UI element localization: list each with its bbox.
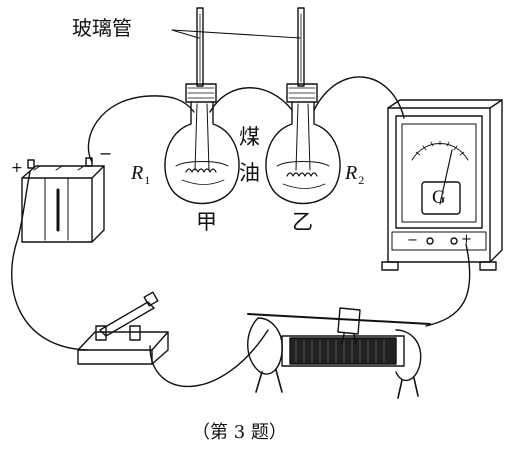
resistor-r2-subscript: 2	[358, 173, 365, 187]
battery-pack	[21, 157, 105, 243]
glass-tube-b	[297, 7, 305, 87]
flask-b	[265, 83, 341, 205]
resistor-r1-subscript: 1	[144, 173, 151, 187]
wire-meter-to-rheostat	[425, 243, 471, 327]
battery-plus-label: +	[11, 160, 23, 176]
wire-flask-a-to-flask-b	[209, 87, 293, 113]
resistor-r1-letter: R	[131, 162, 144, 184]
wire-flask-b-to-meter	[313, 76, 405, 119]
meter-minus-label: −	[407, 233, 418, 248]
resistor-r1-label: R1	[131, 162, 150, 186]
wire-switch-to-battery	[11, 171, 89, 351]
sliding-rheostat	[247, 307, 431, 399]
galvanometer	[381, 99, 503, 271]
resistor-r2-label: R2	[345, 162, 364, 186]
galvanometer-letter: G	[432, 187, 446, 208]
figure-caption: （第 3 题）	[192, 422, 287, 443]
flask-a-label: 甲	[196, 210, 217, 234]
kerosene-label-bottom: 油	[239, 161, 260, 185]
meter-plus-label: +	[461, 232, 472, 247]
circuit-wires	[11, 76, 471, 388]
battery-minus-label: −	[99, 144, 113, 163]
flask-b-label: 乙	[292, 210, 313, 234]
glass-tube-label: 玻璃管	[72, 16, 132, 40]
glass-tube-a	[196, 7, 204, 87]
resistor-r2-letter: R	[345, 162, 358, 184]
knife-switch	[77, 291, 169, 365]
flask-a	[164, 83, 240, 205]
wire-battery-to-flask-a	[87, 95, 195, 163]
glass-tube-pointer-lines	[171, 29, 301, 39]
kerosene-label-top: 煤	[239, 125, 260, 149]
